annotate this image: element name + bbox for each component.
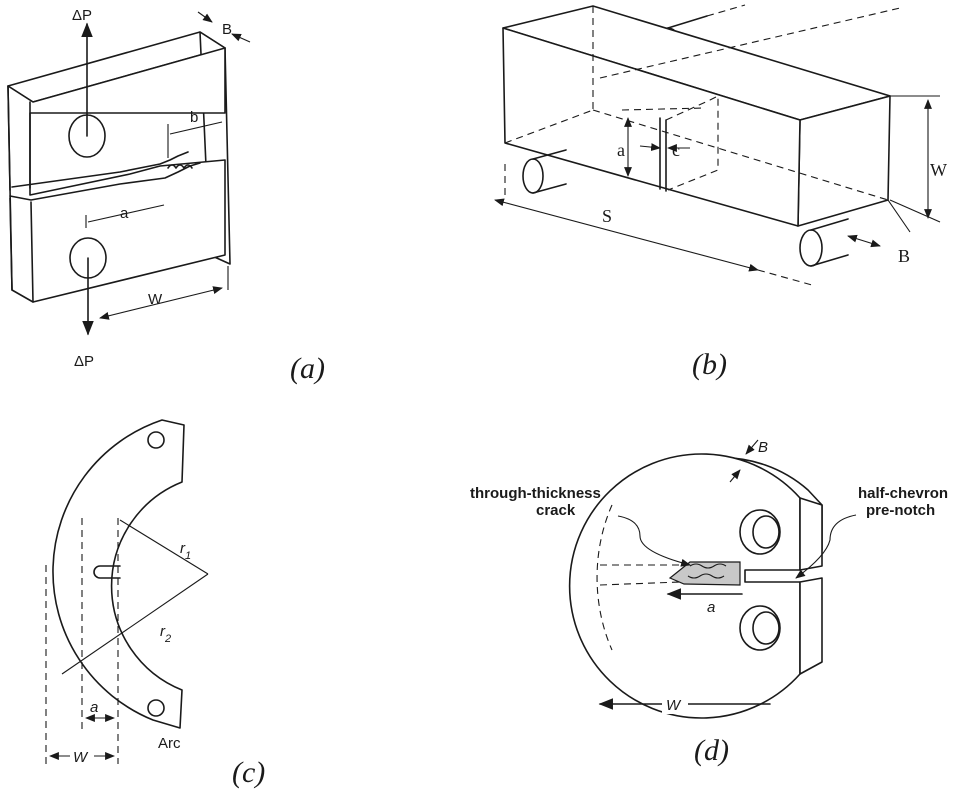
panel-c-r2-label: r2 [160,623,171,645]
panel-a-B-arrow-2 [231,33,251,43]
panel-d-B-label: B [758,439,768,456]
panel-a-crack-tip [167,164,193,169]
panel-d-front-face [568,453,801,719]
panel-d-crack-leader [617,515,691,567]
panel-d-hidden-arc [596,504,613,651]
panel-d-disk-specimen: a W B through-thickness crack half-chevr… [470,439,948,767]
panel-c-W-label-bg [70,747,94,765]
panel-a-inner-edge-bottom [30,201,34,303]
panel-b-B-ext [887,199,911,233]
panel-b-front-face [502,27,801,227]
panel-d-W-label-bg [662,694,688,714]
panel-d-notch-leader [795,514,857,579]
panel-d-crack-texture [687,563,727,579]
panel-b-S-ext-right [757,269,813,286]
panel-a-b-label: b [190,109,198,126]
panel-d-a-label: a [707,599,715,616]
panel-a-a-dim-line [87,204,165,223]
panel-b-B-label: B [898,246,910,266]
panel-a-compact-tension: ΔP ΔP B b a W (a) [7,7,325,385]
panel-d-side-flat-top [799,497,823,571]
panel-b-B-dim-line [847,234,881,248]
panel-c-r1-label: r1 [180,540,191,562]
panel-d-crack-label-line2: crack [536,502,576,519]
panel-b-left-roller-end [522,158,544,194]
panel-b-three-point-bend: a c W S B (b) [494,4,947,381]
panel-a-b-dim-line [169,121,223,135]
panel-c-arc-label: Arc [158,735,181,752]
panel-a-W-label: W [148,291,163,308]
panel-a-caption: (a) [290,352,325,385]
panel-d-notch-label-line1: half-chevron [858,485,948,502]
panel-c-a-label: a [90,699,98,716]
panel-b-hidden-edge-h [592,109,889,201]
panel-a-slot-upper-edge [11,151,189,188]
panel-d-lower-hole-inner [752,611,780,645]
panel-b-S-label: S [602,206,612,226]
panel-b-a-label: a [617,140,625,160]
panel-c-r1-line [119,519,209,575]
panel-b-S-dim-line [494,198,759,272]
panel-b-c-arrow-1 [639,143,661,152]
panel-c-notch [93,565,121,579]
panel-c-arc-specimen: r1 r2 a W Arc (c) [45,419,265,789]
panel-a-W-dim-line [99,286,223,320]
panel-b-caption: (b) [692,348,727,381]
panel-b-right-roller-edge-2 [810,254,849,267]
panel-a-a-label: a [120,205,129,222]
panel-d-caption: (d) [694,734,729,767]
panel-c-r2-line [61,573,209,675]
panel-d-B-arrow-1 [745,439,759,455]
panel-b-top-roller-edge-1 [667,15,708,29]
panel-b-right-roller-edge-1 [810,218,849,231]
panel-b-crack-plane [665,95,719,191]
panel-d-notch-label-line2: pre-notch [866,502,935,519]
panel-c-bottom-hole [147,699,165,717]
panel-a-B-arrow-1 [197,11,213,23]
panel-c-top-hole [147,431,165,449]
panel-b-W-ext-bottom [889,199,941,223]
panel-a-B-label: B [222,21,232,38]
panel-b-W-label: W [930,160,947,180]
panel-a-left-edge-top [7,85,11,191]
panel-c-arc-body [52,419,185,729]
panel-c-caption: (c) [232,756,265,789]
panel-d-W-label: W [666,697,682,714]
panel-a-load-bottom-label: ΔP [74,353,94,370]
panel-b-roller-axis-extension [706,4,746,17]
panel-b-crack-plane-top [621,107,706,111]
panel-a-left-edge-bottom [9,197,13,291]
panel-b-left-roller-edge-1 [532,149,567,160]
panel-d-hidden-line-2 [599,581,681,586]
panel-c-W-label: W [73,749,89,766]
panel-b-left-roller-edge-2 [532,183,567,194]
panel-b-hidden-edge-d [504,109,594,144]
panel-d-B-arrow-2 [729,469,741,483]
panel-b-load-line [599,7,901,79]
panel-b-c-label: c [672,140,680,160]
panel-d-crack-label-line1: through-thickness [470,485,601,502]
panel-b-right-roller-end [799,229,823,267]
panel-d-side-flat-bottom [799,577,823,675]
panel-d-upper-hole-inner [752,515,780,549]
panel-a-load-top-label: ΔP [72,7,92,24]
